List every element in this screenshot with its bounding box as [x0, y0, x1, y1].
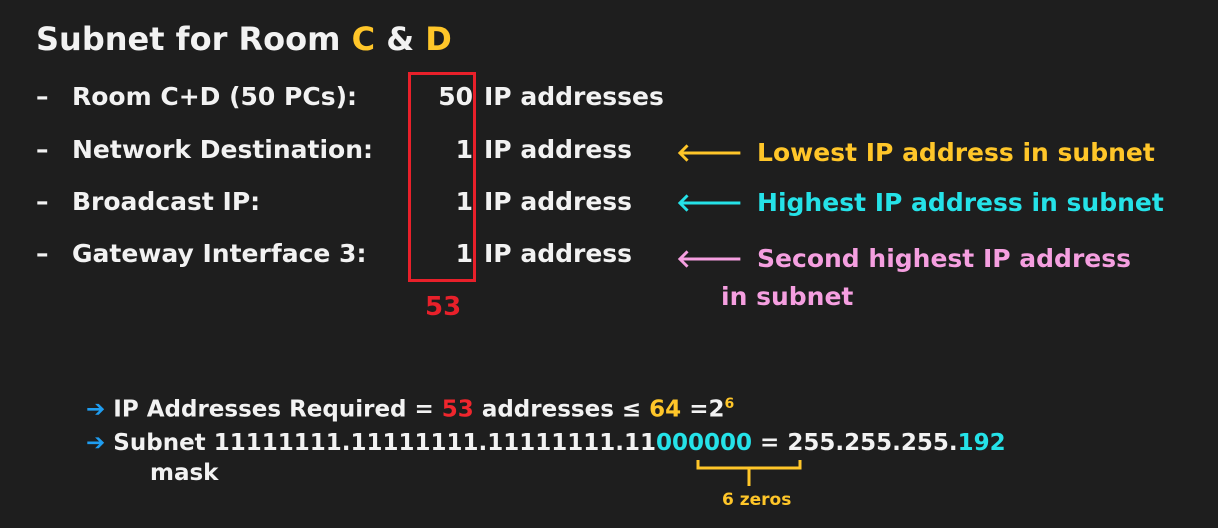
row-value-room: 50: [438, 82, 473, 111]
row-dash: –: [36, 135, 49, 164]
required-text-2: addresses ≤: [473, 396, 650, 423]
title-prefix: Subnet for Room: [36, 20, 352, 58]
row-label-gateway: Gateway Interface 3:: [72, 239, 367, 268]
note-second-highest: 🡐 Second highest IP address: [676, 244, 1131, 274]
row-unit-broadcast: IP address: [484, 187, 633, 216]
subnet-word: Subnet: [113, 430, 206, 456]
block-size: 64: [649, 396, 682, 423]
row-unit-room: IP addresses: [484, 82, 664, 111]
row-dash: –: [36, 82, 49, 111]
exponent: 6: [724, 396, 735, 412]
row-label-network: Network Destination:: [72, 135, 374, 164]
zeros-brace: [696, 460, 802, 486]
row-value-broadcast: 1: [455, 187, 473, 216]
required-text-3: =2: [681, 396, 725, 423]
title-room-c: C: [351, 20, 376, 58]
page-title: Subnet for Room C & D: [36, 20, 452, 58]
note-lowest: 🡐 Lowest IP address in subnet: [676, 138, 1155, 168]
mask-last-octet: 192: [957, 430, 1006, 456]
row-unit-network: IP address: [484, 135, 633, 164]
required-count: 53: [441, 396, 474, 423]
row-label-broadcast: Broadcast IP:: [72, 187, 261, 216]
values-highlight-box: [408, 72, 476, 282]
note-second-highest-line2: in subnet: [721, 282, 854, 311]
note-lowest-text: Lowest IP address in subnet: [757, 138, 1155, 167]
zeros-label: 6 zeros: [722, 490, 792, 510]
arrow-left-icon: 🡐: [676, 188, 744, 217]
mask-word: mask: [150, 460, 219, 486]
row-unit-gateway: IP address: [484, 239, 633, 268]
note-highest-text: Highest IP address in subnet: [757, 188, 1164, 217]
row-dash: –: [36, 239, 49, 268]
arrow-left-icon: 🡐: [676, 138, 744, 167]
row-dash: –: [36, 187, 49, 216]
total-count: 53: [425, 292, 462, 322]
row-value-network: 1: [455, 135, 473, 164]
binary-mask-ones: 11111111.11111111.11111111.11: [213, 430, 656, 456]
required-line: ➔ IP Addresses Required = 53 addresses ≤…: [86, 396, 734, 423]
arrow-left-icon: 🡐: [676, 244, 744, 273]
title-room-d: D: [425, 20, 452, 58]
subnet-mask-line: ➔ Subnet 11111111.11111111.11111111.1100…: [86, 430, 1006, 456]
required-text-1: IP Addresses Required =: [113, 396, 442, 423]
row-label-room: Room C+D (50 PCs):: [72, 82, 357, 111]
row-value-gateway: 1: [455, 239, 473, 268]
binary-mask-zeros: 000000: [656, 430, 753, 456]
note-highest: 🡐 Highest IP address in subnet: [676, 188, 1164, 218]
arrow-right-icon: ➔: [86, 430, 106, 456]
mask-equals: = 255.255.255.: [752, 430, 958, 456]
note-second-highest-line1: Second highest IP address: [757, 244, 1131, 273]
title-amp: &: [375, 20, 426, 58]
arrow-right-icon: ➔: [86, 396, 106, 423]
